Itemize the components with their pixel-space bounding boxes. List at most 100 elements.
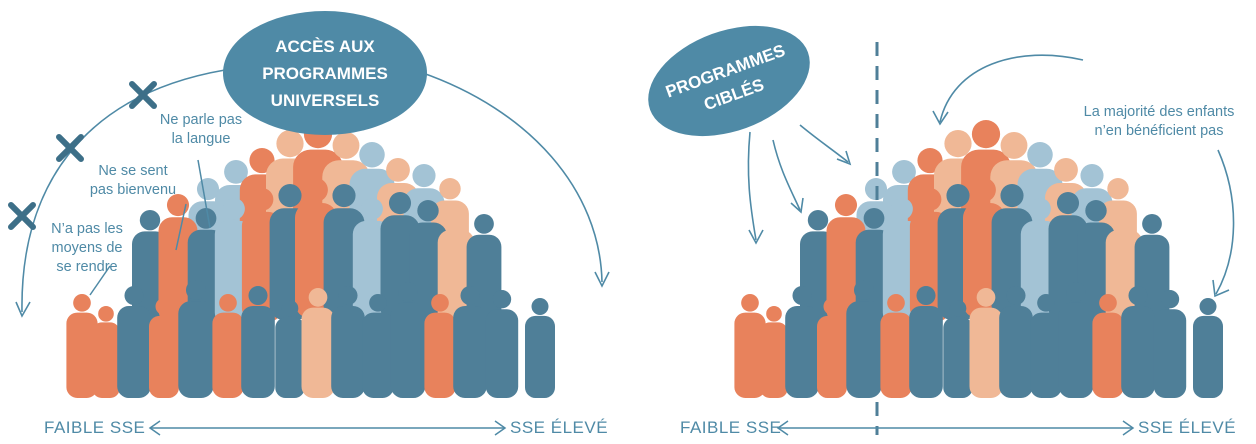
barrier-welcome: Ne se sent pas bienvenu: [78, 162, 188, 200]
person-silhouette: [909, 286, 943, 398]
person-head: [98, 306, 114, 322]
majority-note-line-2: n’en bénéficient pas: [1094, 123, 1224, 139]
axis-label-low: FAIBLE SSE: [680, 418, 782, 437]
person-body: [909, 305, 943, 398]
person-head: [281, 300, 299, 317]
person-head: [195, 208, 217, 229]
person-head: [1027, 142, 1053, 168]
axis-arrowhead-left: [776, 420, 789, 436]
targeted-programs-diagram: PROGRAMMES CIBLÉS: [648, 25, 1235, 436]
person-silhouette: [1058, 282, 1094, 398]
person-head: [1199, 298, 1217, 315]
person-head: [1037, 294, 1055, 312]
person-head: [308, 288, 328, 307]
person-head: [1029, 198, 1051, 220]
person-head: [1080, 164, 1104, 188]
person-body: [178, 301, 214, 398]
person-head: [1113, 208, 1135, 229]
person-head: [398, 282, 418, 302]
person-body: [1153, 309, 1187, 398]
person-body: [943, 317, 973, 398]
person-body: [1092, 312, 1124, 398]
person-head: [1000, 132, 1028, 159]
person-body: [390, 302, 426, 398]
person-silhouette: [525, 298, 555, 398]
person-head: [807, 210, 829, 231]
person-head: [918, 188, 942, 211]
person-body: [453, 305, 487, 398]
person-head: [1128, 286, 1148, 306]
person-head: [766, 306, 782, 322]
oval-line-1: ACCÈS AUX: [275, 37, 375, 56]
person-body: [117, 305, 151, 398]
person-silhouette: [66, 294, 98, 398]
person-head: [166, 194, 190, 217]
person-silhouette: [149, 298, 179, 398]
person-body: [1058, 302, 1094, 398]
person-silhouette: [1153, 290, 1187, 398]
axis-arrowhead-right: [494, 420, 507, 436]
person-silhouette: [241, 286, 275, 398]
pointer-line: [197, 159, 211, 229]
oval-line-3: UNIVERSELS: [271, 91, 380, 110]
person-head: [185, 280, 207, 301]
target-arrowhead: [836, 150, 852, 166]
person-head: [916, 286, 936, 306]
person-head: [949, 300, 967, 317]
note-arrow-right: [1215, 149, 1235, 295]
person-head: [332, 132, 360, 159]
person-head: [892, 160, 916, 184]
person-head: [73, 294, 91, 312]
person-head: [139, 210, 161, 231]
person-head: [224, 160, 248, 184]
person-silhouette: [301, 288, 335, 398]
person-head: [332, 184, 356, 208]
person-silhouette: [969, 288, 1003, 398]
person-body: [969, 307, 1003, 398]
person-silhouette: [1030, 294, 1062, 398]
person-body: [999, 305, 1033, 398]
person-head: [388, 192, 412, 215]
person-silhouette: [1121, 286, 1155, 398]
person-silhouette: [178, 280, 214, 398]
person-body: [149, 315, 179, 398]
person-head: [917, 148, 943, 174]
barrier-transport-line-2: moyens de: [51, 240, 123, 256]
person-silhouette: [424, 294, 456, 398]
person-body: [734, 312, 766, 398]
person-head: [1085, 200, 1107, 222]
x-mark-icon: [56, 134, 84, 162]
target-arrow: [772, 139, 801, 211]
crowd-right: [734, 120, 1223, 398]
person-head: [369, 294, 387, 312]
universal-programs-diagram: ACCÈS AUX PROGRAMMES UNIVERSELS: [8, 11, 610, 436]
person-head: [249, 148, 275, 174]
person-silhouette: [453, 286, 487, 398]
person-head: [474, 214, 494, 234]
person-body: [241, 305, 275, 398]
person-body: [301, 307, 335, 398]
axis-label-high: SSE ÉLEVÉ: [510, 418, 609, 437]
person-head: [972, 178, 996, 202]
person-silhouette: [362, 294, 394, 398]
person-silhouette: [92, 306, 120, 398]
barrier-transport: N’a pas les moyens de se rendre: [32, 220, 142, 277]
person-silhouette: [943, 300, 973, 398]
person-silhouette: [734, 294, 766, 398]
person-head: [304, 178, 328, 202]
person-silhouette: [785, 286, 819, 398]
targeted-programs-oval: PROGRAMMES CIBLÉS: [648, 25, 810, 137]
person-head: [445, 208, 467, 229]
person-head: [359, 142, 385, 168]
person-head: [1160, 290, 1180, 309]
targeted-programs-panel: PROGRAMMES CIBLÉS La majorité des enfant…: [628, 0, 1256, 444]
person-body: [846, 301, 882, 398]
barrier-welcome-line-1: Ne se sent: [98, 163, 168, 179]
person-silhouette: [1193, 298, 1223, 398]
arc-arrow-left: [21, 69, 226, 313]
axis-arrowhead-right: [1122, 420, 1135, 436]
person-head: [223, 198, 245, 220]
person-head: [946, 184, 970, 208]
person-head: [971, 120, 1001, 149]
person-head: [1006, 286, 1026, 306]
